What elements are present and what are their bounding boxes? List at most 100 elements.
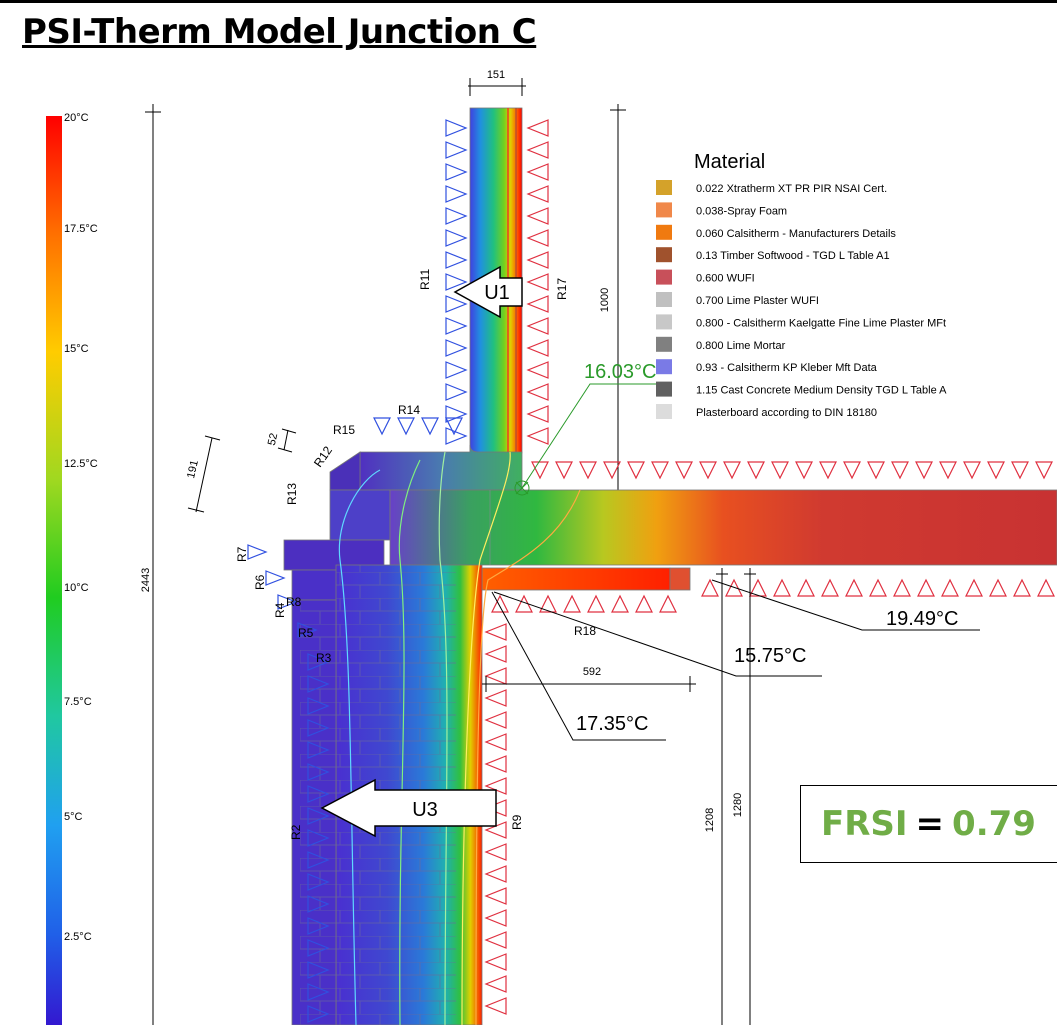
boundary-marker: [307, 675, 330, 693]
svg-text:R7: R7: [235, 546, 249, 562]
boundary-marker: [445, 119, 468, 137]
boundary-marker: [307, 653, 330, 671]
boundary-marker: [659, 594, 677, 613]
svg-text:R2: R2: [289, 824, 303, 840]
boundary-marker: [307, 763, 330, 781]
temp-leader-t4: [491, 591, 666, 741]
legend-swatch: [656, 269, 672, 285]
boundary-marker: [484, 953, 507, 971]
boundary-marker: [1011, 461, 1029, 480]
boundary-marker: [821, 578, 839, 597]
boundary-marker: [526, 163, 549, 181]
dim-label-592: 592: [583, 666, 601, 678]
svg-text:R9: R9: [510, 814, 524, 830]
dimension-592: [482, 676, 696, 692]
dim-label-1208: 1208: [704, 808, 716, 832]
boundary-marker: [915, 461, 933, 480]
boundary-marker: [893, 578, 911, 597]
boundary-marker: [526, 273, 549, 291]
boundary-marker: [484, 887, 507, 905]
boundary-marker: [526, 141, 549, 159]
boundary-marker: [445, 273, 468, 291]
corbel-top: [329, 451, 361, 491]
boundary-marker: [526, 405, 549, 423]
boundary-marker: [445, 229, 468, 247]
boundary-marker: [587, 594, 605, 613]
boundary-marker: [819, 461, 837, 480]
boundary-marker: [526, 207, 549, 225]
boundary-marker: [307, 785, 330, 803]
boundary-marker: [445, 185, 468, 203]
legend-swatch: [656, 404, 672, 419]
corner-block: [359, 444, 523, 491]
boundary-marker: [484, 711, 507, 729]
boundary-marker: [307, 873, 330, 891]
legend-swatch: [656, 180, 672, 195]
legend-label: 0.700 Lime Plaster WUFI: [696, 295, 819, 307]
svg-text:R3: R3: [316, 651, 332, 665]
boundary-marker: [484, 865, 507, 883]
boundary-marker: [603, 461, 621, 480]
dimension-1000: [610, 104, 626, 490]
dim-label-191: 191: [185, 459, 201, 480]
dim-label-52: 52: [266, 432, 280, 447]
boundary-marker: [373, 417, 391, 436]
color-scale-bar: [46, 116, 62, 1025]
boundary-marker: [307, 807, 330, 825]
dimension-1208-1280: [716, 568, 756, 1025]
boundary-marker: [307, 917, 330, 935]
boundary-marker: [445, 417, 463, 436]
boundary-marker: [491, 594, 509, 613]
boundary-marker: [941, 578, 959, 597]
flow-label-u1: U1: [484, 282, 510, 304]
boundary-marker: [526, 185, 549, 203]
boundary-marker: [526, 317, 549, 335]
boundary-marker: [539, 594, 557, 613]
boundary-marker: [611, 594, 629, 613]
scale-label: 2.5°C: [64, 931, 92, 943]
legend-label: 0.060 Calsitherm - Manufacturers Details: [696, 228, 896, 240]
legend-label: 0.038-Spray Foam: [696, 205, 787, 217]
scale-label: 20°C: [64, 112, 89, 124]
frsi-box: FRSI = 0.79: [800, 785, 1057, 863]
dimension-52: [277, 428, 297, 453]
svg-text:R13: R13: [285, 483, 299, 505]
external-boundary-markers: [247, 119, 468, 1023]
boundary-marker: [445, 295, 468, 313]
boundary-marker: [445, 405, 468, 423]
region-labels: R11 R17 R14 R15 R12 R13 R7 R6 R4 R8 R5 R…: [235, 269, 596, 840]
boundary-marker: [526, 339, 549, 357]
boundary-marker: [701, 578, 719, 597]
scale-label: 12.5°C: [64, 458, 98, 470]
boundary-marker: [484, 733, 507, 751]
boundary-marker: [771, 461, 789, 480]
boundary-marker: [307, 851, 330, 869]
legend-label: Plasterboard according to DIN 18180: [696, 407, 877, 419]
dim-label-2443: 2443: [140, 568, 152, 592]
boundary-marker: [484, 843, 507, 861]
boundary-marker: [939, 461, 957, 480]
dim-label-151: 151: [487, 69, 505, 81]
frsi-label: FRSI: [821, 804, 908, 844]
boundary-marker: [484, 645, 507, 663]
temp-label-t1: 16.03°C: [584, 361, 657, 383]
page-title: PSI-Therm Model Junction C: [22, 12, 537, 52]
boundary-marker: [445, 339, 468, 357]
legend-label: 0.93 - Calsitherm KP Kleber Mft Data: [696, 362, 878, 374]
isotherms: [338, 451, 581, 1025]
boundary-marker: [635, 594, 653, 613]
temp-leader-t1: [514, 383, 656, 496]
boundary-marker: [526, 119, 549, 137]
legend-label: 1.15 Cast Concrete Medium Density TGD L …: [696, 385, 947, 397]
scale-label: 15°C: [64, 343, 89, 355]
legend-swatch: [656, 202, 672, 218]
svg-text:R14: R14: [398, 403, 420, 417]
legend-swatch: [656, 381, 672, 397]
legend-title: Material: [694, 151, 765, 173]
corbel-face: [329, 489, 391, 541]
legend-label: 0.800 Lime Mortar: [696, 340, 786, 352]
boundary-marker: [445, 163, 468, 181]
boundary-marker: [845, 578, 863, 597]
boundary-marker: [797, 578, 815, 597]
